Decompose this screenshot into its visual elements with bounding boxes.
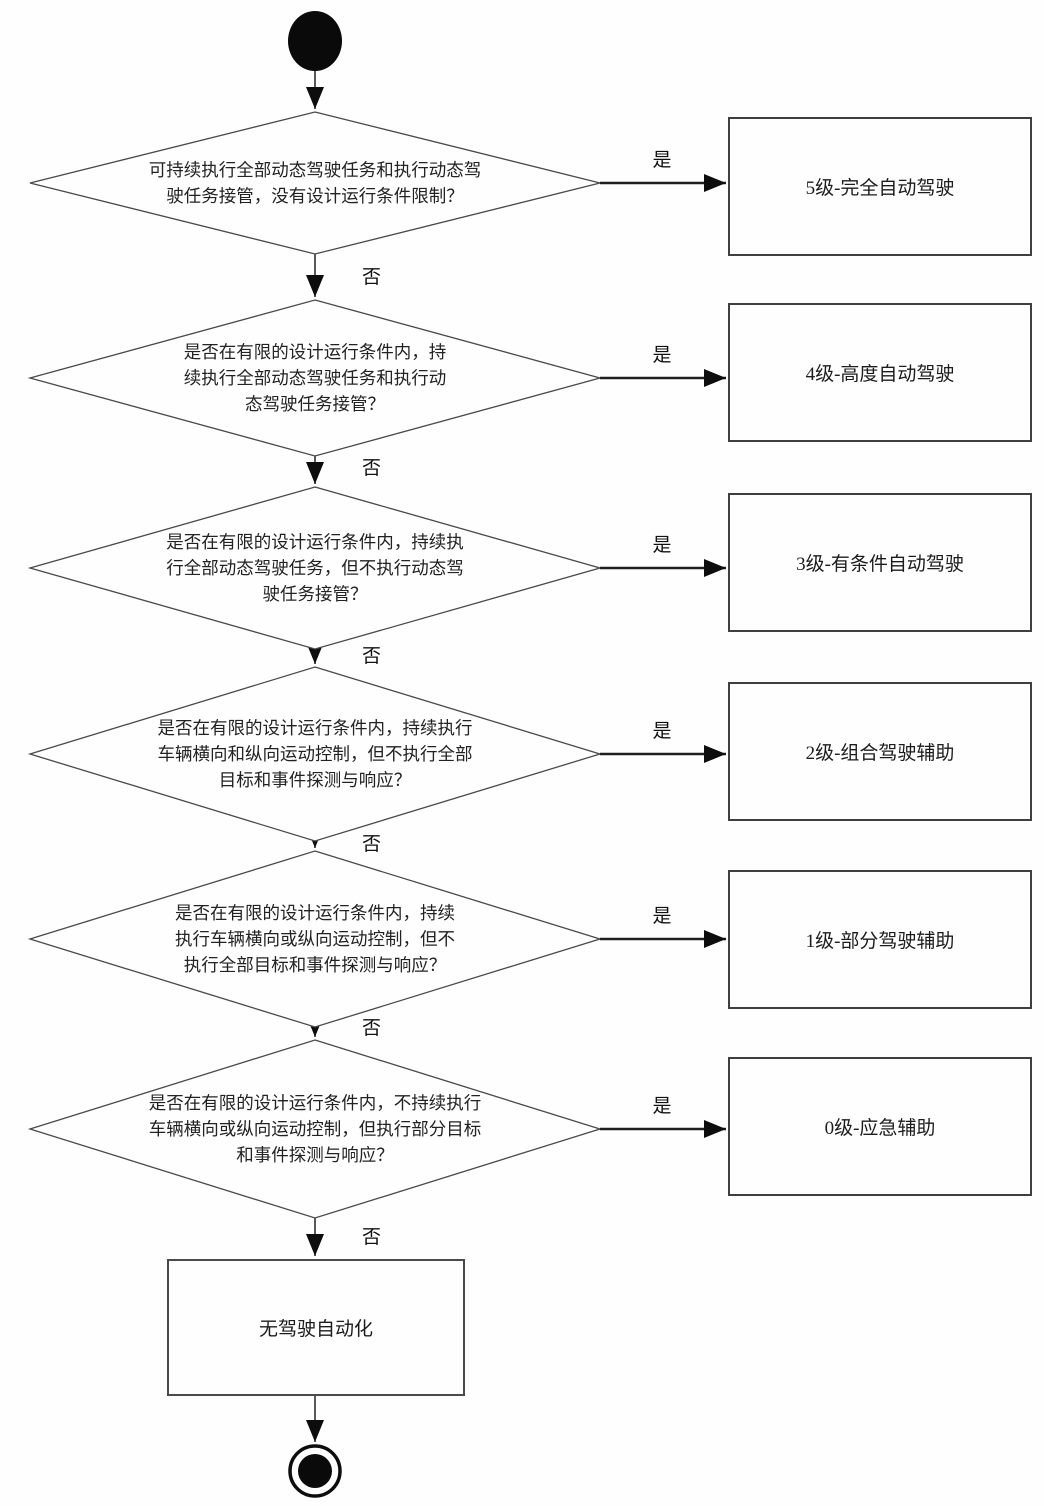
decision-diamond-4 — [27, 666, 603, 842]
start-node-icon — [288, 11, 342, 71]
result-label: 0级-应急辅助 — [824, 1118, 936, 1139]
yes-label-4: 是 — [652, 721, 672, 742]
yes-label-6: 是 — [652, 1096, 672, 1117]
decision-question-2: 是否在有限的设计运行条件内，持 续执行全部动态驾驶任务和执行动 态驾驶任务接管？ — [183, 342, 447, 414]
result-label: 1级-部分驾驶辅助 — [805, 931, 955, 952]
decision-diamond-5 — [27, 850, 603, 1028]
result-box-level2: 2级-组合驾驶辅助 — [728, 682, 1032, 821]
result-label: 4级-高度自动驾驶 — [805, 364, 955, 385]
decision-diamond-2 — [27, 299, 603, 457]
result-label: 2级-组合驾驶辅助 — [805, 743, 955, 764]
no-label-6: 否 — [362, 1227, 382, 1248]
no-label-1: 否 — [362, 267, 382, 288]
decision-diamond-1 — [29, 111, 601, 255]
result-box-level0: 0级-应急辅助 — [728, 1057, 1032, 1196]
decision-diamond-6 — [27, 1039, 603, 1219]
result-label: 5级-完全自动驾驶 — [805, 178, 955, 199]
yes-label-1: 是 — [652, 150, 672, 171]
yes-label-3: 是 — [652, 535, 672, 556]
decision-question-4: 是否在有限的设计运行条件内，持续执行 车辆横向和纵向运动控制，但不执行全部 目标… — [157, 718, 473, 790]
result-box-level3: 3级-有条件自动驾驶 — [728, 493, 1032, 632]
no-label-4: 否 — [362, 834, 382, 855]
yes-label-2: 是 — [652, 345, 672, 366]
no-label-2: 否 — [362, 458, 382, 479]
terminal-box-no-automation: 无驾驶自动化 — [167, 1259, 465, 1396]
result-box-level1: 1级-部分驾驶辅助 — [728, 870, 1032, 1009]
decision-question-1: 可持续执行全部动态驾驶任务和执行动态驾 驶任务接管，没有设计运行条件限制？ — [148, 160, 482, 206]
decision-question-3: 是否在有限的设计运行条件内，持续执 行全部动态驾驶任务，但不执行动态驾 驶任务接… — [166, 532, 464, 604]
yes-label-5: 是 — [652, 906, 672, 927]
result-box-level4: 4级-高度自动驾驶 — [728, 303, 1032, 442]
terminal-label: 无驾驶自动化 — [258, 1319, 373, 1340]
result-label: 3级-有条件自动驾驶 — [796, 554, 964, 575]
end-node-icon — [298, 1454, 332, 1488]
decision-question-6: 是否在有限的设计运行条件内，不持续执行 车辆横向或纵向运动控制，但执行部分目标 … — [148, 1093, 482, 1165]
result-box-level5: 5级-完全自动驾驶 — [728, 117, 1032, 256]
no-label-3: 否 — [362, 646, 382, 667]
decision-diamond-3 — [27, 486, 603, 650]
decision-question-5: 是否在有限的设计运行条件内，持续 执行车辆横向或纵向运动控制，但不 执行全部目标… — [175, 903, 455, 975]
no-label-5: 否 — [362, 1018, 382, 1039]
